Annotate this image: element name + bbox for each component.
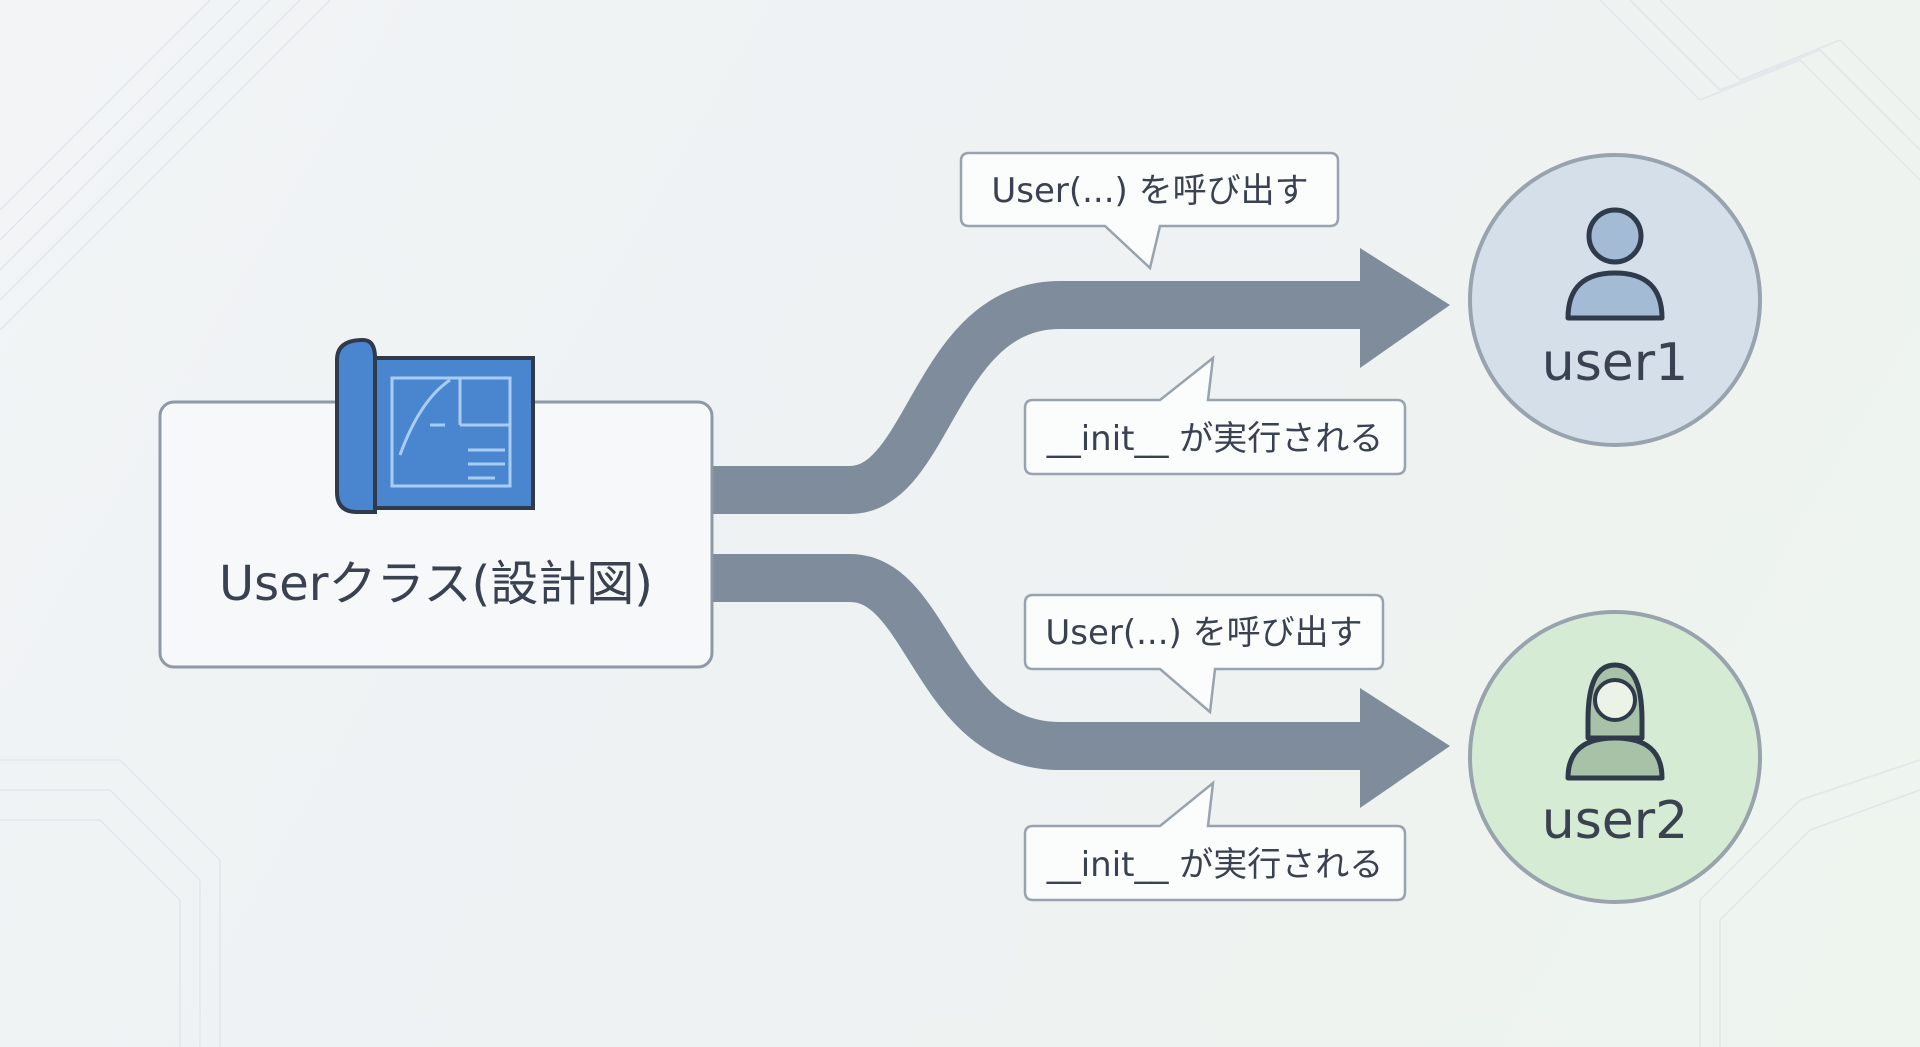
flow-arrow-user1 bbox=[712, 281, 1380, 514]
arrow-head-user2 bbox=[1360, 688, 1450, 808]
call-label-user2: User(...) を呼び出す bbox=[1045, 613, 1362, 653]
class-label: Userクラス(設計図) bbox=[219, 556, 653, 612]
person-female-icon bbox=[1565, 662, 1665, 781]
call-bubble-user2: User(...) を呼び出す bbox=[1023, 593, 1385, 715]
init-bubble-user1: __init__ が実行される bbox=[1023, 355, 1407, 476]
arrow-head-user1 bbox=[1360, 248, 1450, 368]
instance-user2: user2 bbox=[1468, 610, 1762, 904]
flow-arrow-user2 bbox=[712, 554, 1380, 770]
class-box: Userクラス(設計図) bbox=[158, 337, 714, 669]
init-label-user2: __init__ が実行される bbox=[1046, 845, 1384, 885]
instance-label-user1: user1 bbox=[1542, 333, 1689, 393]
blueprint-icon bbox=[335, 337, 535, 514]
init-label-user1: __init__ が実行される bbox=[1046, 419, 1384, 459]
call-label-user1: User(...) を呼び出す bbox=[991, 171, 1308, 211]
init-bubble-user2: __init__ が実行される bbox=[1023, 780, 1407, 902]
person-male-icon bbox=[1565, 207, 1665, 321]
instance-label-user2: user2 bbox=[1542, 791, 1689, 851]
call-bubble-user1: User(...) を呼び出す bbox=[959, 151, 1340, 271]
instance-user1: user1 bbox=[1468, 153, 1762, 447]
